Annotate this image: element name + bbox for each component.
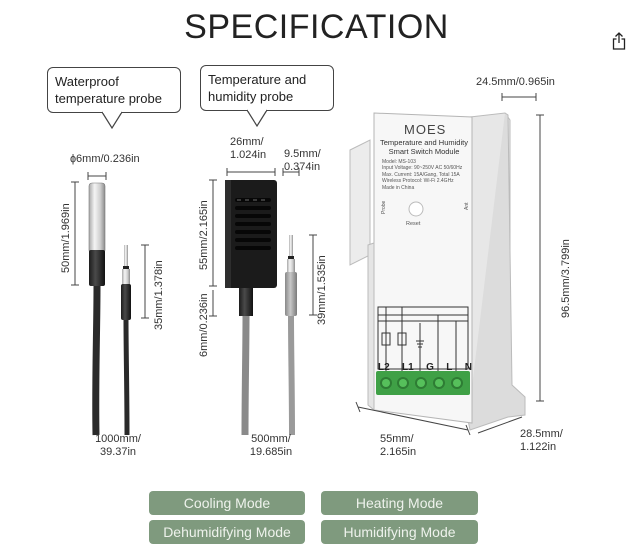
callout-line: Temperature and — [208, 72, 307, 87]
probe-port-label: Probe — [381, 200, 387, 214]
module-name-line: Temperature and Humidity — [380, 138, 468, 147]
probe2-plug-label: 39mm/1.535in — [316, 255, 328, 325]
dehumidifying-mode-button[interactable]: Dehumidifying Mode — [149, 520, 305, 544]
probe2-plug-width-label: 9.5mm/ 0.374in — [284, 148, 321, 174]
probe2-height-label: 55mm/2.165in — [198, 200, 210, 270]
callout-pointer — [246, 109, 268, 128]
module-specs: Model: MS-103 Input Voltage: 90~250V AC … — [382, 159, 472, 191]
probe1-cable-label: 1000mm/ 39.37in — [87, 433, 149, 459]
spec-line: Input Voltage: 90~250V AC 50/60Hz — [382, 165, 463, 172]
probe1-plug-label: 35mm/1.378in — [153, 260, 165, 330]
probe2-width-label: 26mm/ 1.024in — [230, 136, 266, 162]
waterproof-probe-drawing — [71, 172, 149, 436]
spec-line: Made in China — [382, 184, 415, 191]
spec-line: Wireless Protocol: Wi-Fi 2.4GHz — [382, 178, 454, 185]
probe1-length-label: 50mm/1.969in — [60, 203, 72, 273]
terminal-label: L — [446, 362, 453, 373]
cable-line: 500mm/ — [251, 433, 291, 445]
cable-line: 39.37in — [99, 446, 137, 458]
probe2-neck-label: 6mm/0.236in — [198, 293, 210, 357]
heating-mode-button[interactable]: Heating Mode — [321, 491, 478, 515]
reset-label: Reset — [406, 221, 421, 227]
terminal-label: L1 — [402, 362, 414, 373]
spec-line: Max. Current: 15A/Gang, Total 15A — [382, 171, 460, 178]
plug-width-line: 0.374in — [284, 161, 321, 173]
terminal-labels: L2 L1 G L N — [378, 362, 472, 373]
humidity-probe-drawing — [209, 168, 317, 436]
waterproof-probe-callout: Waterproof temperature probe — [47, 67, 181, 113]
humidity-probe-callout: Temperature and humidity probe — [200, 65, 334, 111]
module-depth-label: 28.5mm/ 1.122in — [520, 428, 563, 454]
humidifying-mode-button[interactable]: Humidifying Mode — [321, 520, 478, 544]
width-line: 26mm/ — [230, 136, 264, 148]
terminal-label: G — [426, 362, 434, 373]
terminal-label: L2 — [378, 362, 390, 373]
page-title: SPECIFICATION — [184, 8, 449, 46]
switch-module-drawing — [349, 93, 544, 436]
spec-line: Model: MS-103 — [382, 159, 416, 165]
probe1-diameter-label: ɸ6mm/0.236in — [70, 153, 140, 165]
callout-line: temperature probe — [55, 91, 162, 106]
width-line: 1.024in — [230, 149, 267, 161]
plug-width-line: 9.5mm/ — [284, 148, 321, 160]
width-line: 2.165in — [380, 446, 417, 458]
probe2-cable-label: 500mm/ 19.685in — [240, 433, 302, 459]
module-height-label: 96.5mm/3.799in — [560, 239, 572, 318]
cooling-mode-button[interactable]: Cooling Mode — [149, 491, 305, 515]
terminal-label: N — [464, 362, 472, 373]
width-line: 55mm/ — [380, 433, 414, 445]
callout-pointer — [101, 111, 123, 130]
antenna-label: Ant — [464, 202, 470, 210]
callout-line: Waterproof — [55, 74, 119, 89]
depth-line: 28.5mm/ — [520, 428, 563, 440]
module-name-line: Smart Switch Module — [388, 146, 460, 156]
module-top-width-label: 24.5mm/0.965in — [476, 76, 555, 88]
module-name: Temperature and Humidity Smart Switch Mo… — [378, 138, 470, 156]
brand-logo: MOES — [404, 122, 447, 137]
module-width-label: 55mm/ 2.165in — [380, 433, 416, 459]
callout-line: humidity probe — [208, 89, 294, 104]
cable-line: 19.685in — [249, 446, 293, 458]
cable-line: 1000mm/ — [95, 433, 141, 445]
depth-line: 1.122in — [520, 441, 557, 453]
share-icon[interactable] — [612, 32, 626, 50]
